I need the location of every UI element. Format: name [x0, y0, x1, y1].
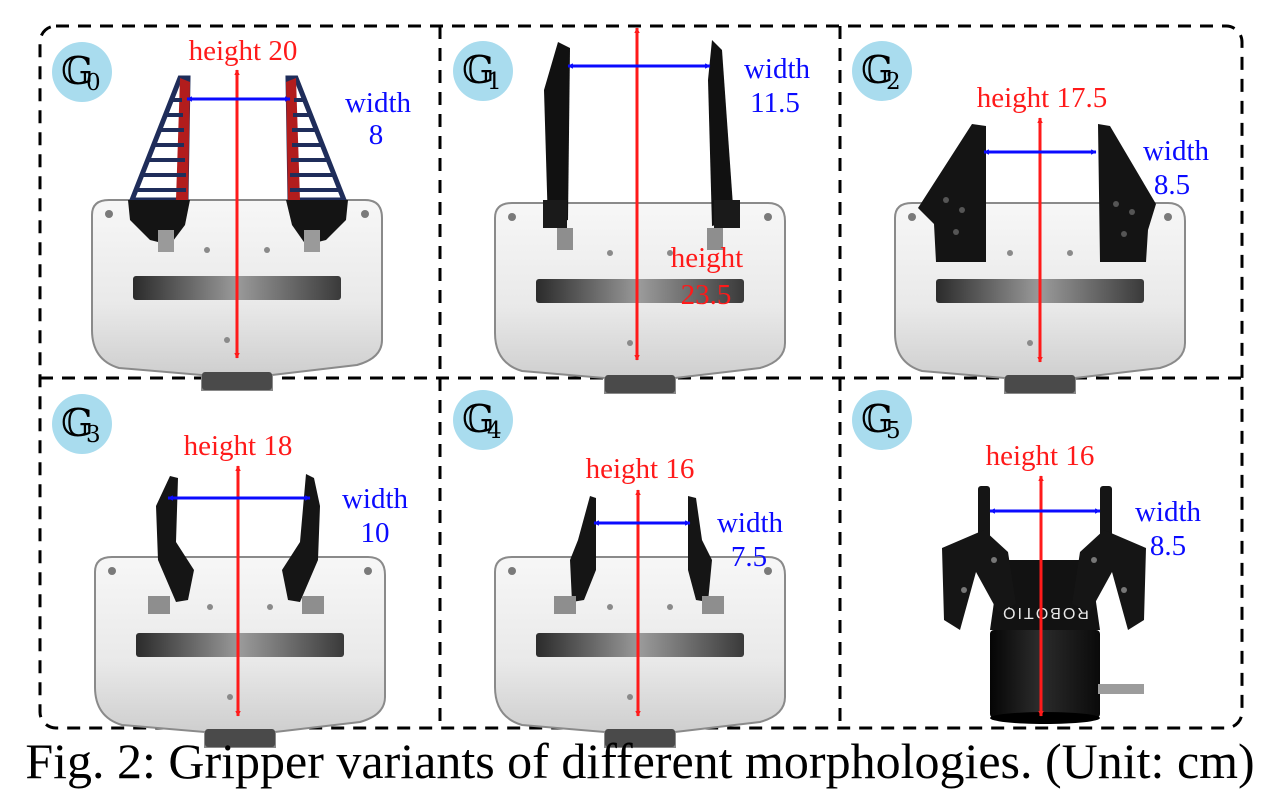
panel-g3: 𝔾 3 height 18 width 10: [52, 394, 409, 748]
bent-finger-right: [282, 474, 320, 602]
badge-g0: 𝔾 0: [52, 42, 112, 102]
badge-g3-glyph: 𝔾: [61, 401, 93, 445]
badge-g4: 𝔾 4: [453, 390, 513, 450]
panel-g1: 𝔾 1 height 23.5 width 11.5: [453, 27, 811, 394]
badge-g0-glyph: 𝔾: [61, 49, 93, 93]
linkage-finger-left: [942, 486, 1016, 630]
gripper-photo-g3: [94, 474, 386, 748]
width-value-g5: 8.5: [1150, 530, 1186, 562]
gripper-photo-g0: [91, 75, 383, 391]
gripper-photo-g2: [894, 124, 1186, 394]
width-label-g0: width: [345, 87, 412, 119]
figure-caption: Fig. 2: Gripper variants of different mo…: [25, 733, 1255, 789]
wide-jaw-left: [918, 124, 986, 262]
width-value-g1: 11.5: [750, 87, 800, 119]
badge-g1: 𝔾 1: [453, 41, 513, 101]
badge-g3-subscript: 3: [86, 422, 101, 448]
width-label-g5: width: [1135, 496, 1202, 528]
linkage-finger-right: [1072, 486, 1146, 630]
short-finger-left: [570, 496, 596, 602]
robotiq-cylinder: [990, 630, 1100, 718]
height-label-g4: height 16: [586, 453, 695, 485]
width-label-g4: width: [717, 507, 784, 539]
short-finger-right: [688, 496, 712, 602]
robotiq-brand-label: ROBOTIQ: [1001, 604, 1089, 621]
fin-ray-finger-right: [285, 75, 348, 252]
width-label-g1: width: [744, 53, 811, 85]
badge-g2-glyph: 𝔾: [861, 48, 893, 92]
panel-g0: 𝔾 0 height 20 width 8: [52, 35, 412, 391]
height-label-g1: height: [671, 242, 744, 274]
height-label-g3: height 18: [184, 430, 293, 462]
width-label-g3: width: [342, 483, 409, 515]
width-value-g0: 8: [369, 119, 384, 151]
badge-g5: 𝔾 5: [852, 390, 912, 450]
height-label-g5: height 16: [986, 440, 1095, 472]
bent-finger-left: [156, 476, 194, 602]
badge-g1-glyph: 𝔾: [462, 48, 494, 92]
long-finger-left: [544, 42, 570, 225]
panel-g2: 𝔾 2 height 17.5 width 8.5: [852, 41, 1210, 394]
badge-g5-subscript: 5: [886, 418, 901, 444]
gripper-photo-g1: [494, 40, 786, 394]
badge-g2: 𝔾 2: [852, 41, 912, 101]
width-label-g2: width: [1143, 135, 1210, 167]
badge-g5-glyph: 𝔾: [861, 397, 893, 441]
width-value-g4: 7.5: [731, 541, 767, 573]
wide-jaw-right: [1098, 124, 1156, 262]
gripper-photo-g4: [494, 496, 786, 748]
badge-g2-subscript: 2: [886, 69, 901, 95]
long-finger-right: [708, 40, 734, 226]
width-value-g2: 8.5: [1154, 169, 1190, 201]
badge-g4-glyph: 𝔾: [462, 397, 494, 441]
height-value-g1: 23.5: [681, 279, 732, 311]
panel-g4: 𝔾 4 height 16 width 7.5: [453, 390, 786, 748]
fin-ray-finger-left: [128, 75, 191, 252]
width-value-g3: 10: [361, 517, 390, 549]
height-label-g2: height 17.5: [977, 82, 1108, 114]
height-label-g0: height 20: [189, 35, 298, 67]
gripper-photo-g5: ROBOTIQ: [942, 486, 1146, 724]
panel-g5: ROBOTIQ 𝔾 5 height 16 width 8.5: [852, 390, 1202, 724]
badge-g3: 𝔾 3: [52, 394, 112, 454]
badge-g4-subscript: 4: [487, 418, 502, 444]
badge-g1-subscript: 1: [487, 69, 502, 95]
badge-g0-subscript: 0: [86, 70, 101, 96]
